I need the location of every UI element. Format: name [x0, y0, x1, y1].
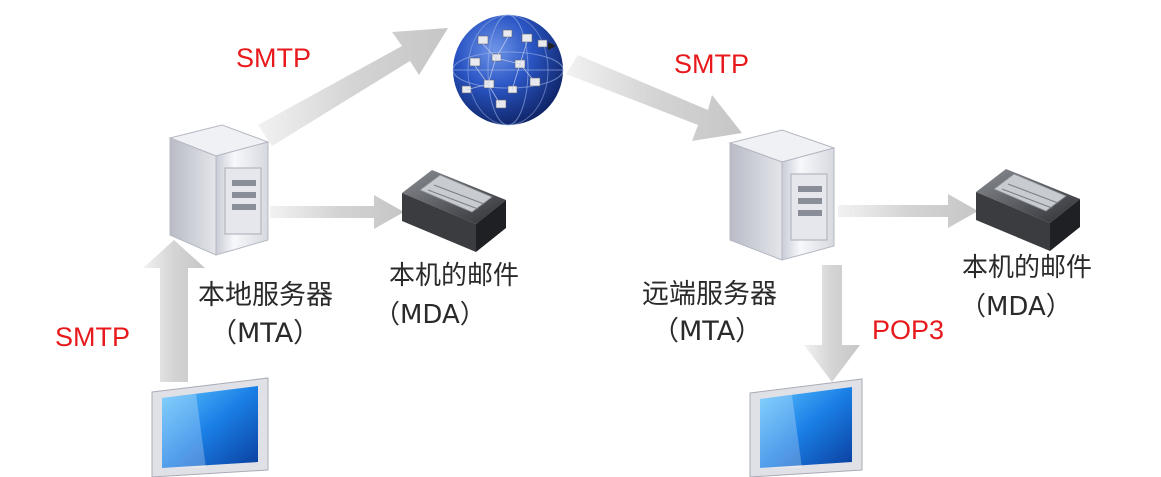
pop3-label: POP3: [872, 315, 945, 345]
arrow-local-server-to-disk: [270, 195, 404, 229]
arrow-remote-server-to-client: [804, 265, 860, 382]
remote-server-label: 远端服务器: [642, 279, 777, 310]
local-server-mta-label: （MTA）: [210, 318, 321, 349]
globe-icon: [452, 14, 564, 126]
arrow-client-to-local-server: [143, 240, 205, 382]
hard-disk-icon: [976, 169, 1080, 251]
local-mail-mda-label: （MDA）: [374, 300, 486, 330]
arrow-local-server-to-internet: [258, 28, 448, 146]
server-icon: [728, 129, 836, 261]
hard-disk-icon: [402, 170, 506, 252]
server-icon: [168, 124, 270, 256]
arrow-remote-server-to-disk: [838, 194, 978, 228]
local-mail-label: 本机的邮件: [389, 261, 520, 291]
remote-mail-mda-label: （MDA）: [960, 292, 1072, 322]
monitor-icon: [749, 378, 863, 477]
arrow-internet-to-remote-server: [566, 55, 742, 141]
smtp-label-from-client: SMTP: [55, 322, 131, 352]
monitor-icon: [151, 377, 269, 477]
smtp-label-to-internet: SMTP: [236, 43, 312, 73]
remote-server-mta-label: （MTA）: [652, 316, 763, 347]
remote-mail-label: 本机的邮件: [962, 253, 1093, 283]
smtp-label-to-remote: SMTP: [674, 49, 750, 79]
local-server-label: 本地服务器: [198, 280, 333, 311]
